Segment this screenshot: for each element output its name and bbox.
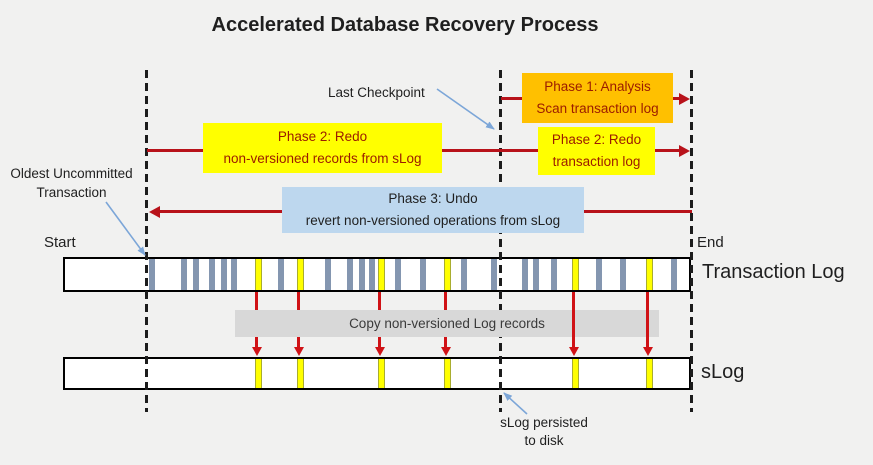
- dashed-line-oldest-uncommitted: [145, 70, 148, 412]
- oldest-uncommitted-label: Oldest Uncommitted Transaction: [0, 164, 143, 202]
- slog-persisted-line1: sLog persisted: [500, 415, 588, 430]
- phase1-analysis-box: Phase 1: Analysis Scan transaction log: [522, 73, 673, 123]
- phase2a-line1: Phase 2: Redo: [277, 129, 368, 144]
- slog-persisted-callout-arrow: [503, 392, 528, 415]
- end-label: End: [697, 234, 724, 251]
- last-checkpoint-callout-arrow: [436, 88, 495, 130]
- slog-stripe-yellow: [378, 359, 385, 388]
- txlog-stripe-gray: [491, 259, 497, 290]
- phase2b-line1: Phase 2: Redo: [551, 132, 642, 147]
- txlog-stripe-gray: [395, 259, 401, 290]
- slog-stripe-yellow: [297, 359, 304, 388]
- txlog-stripe-gray: [231, 259, 237, 290]
- phase3-line1: Phase 3: Undo: [388, 191, 478, 206]
- transaction-log-bar: [63, 257, 691, 292]
- txlog-stripe-gray: [551, 259, 557, 290]
- txlog-stripe-gray: [420, 259, 426, 290]
- txlog-stripe-gray: [596, 259, 602, 290]
- phase1-line2: Scan transaction log: [536, 101, 659, 116]
- txlog-stripe-gray: [522, 259, 528, 290]
- phase3-line2: revert non-versioned operations from sLo…: [305, 213, 561, 228]
- phase3-undo-box: Phase 3: Undo revert non-versioned opera…: [282, 187, 584, 233]
- dashed-line-end: [690, 70, 693, 412]
- phase2a-line2: non-versioned records from sLog: [223, 151, 422, 166]
- phase2b-line2: transaction log: [552, 154, 641, 169]
- txlog-stripe-gray: [359, 259, 365, 290]
- txlog-stripe-gray: [278, 259, 284, 290]
- txlog-stripe-gray: [209, 259, 215, 290]
- txlog-stripe-gray: [620, 259, 626, 290]
- copy-record-arrow: [568, 292, 579, 356]
- txlog-stripe-gray: [671, 259, 677, 290]
- txlog-stripe-gray: [369, 259, 375, 290]
- copy-records-box: Copy non-versioned Log records: [235, 310, 659, 337]
- txlog-stripe-yellow: [297, 259, 304, 290]
- dashed-line-last-checkpoint: [499, 70, 502, 412]
- slog-stripe-yellow: [444, 359, 451, 388]
- txlog-stripe-gray: [149, 259, 155, 290]
- txlog-stripe-yellow: [572, 259, 579, 290]
- txlog-stripe-gray: [347, 259, 353, 290]
- txlog-stripe-gray: [461, 259, 467, 290]
- txlog-stripe-gray: [533, 259, 539, 290]
- txlog-stripe-gray: [181, 259, 187, 290]
- txlog-stripe-yellow: [444, 259, 451, 290]
- start-label: Start: [44, 234, 76, 251]
- txlog-stripe-yellow: [378, 259, 385, 290]
- slog-persisted-line2: to disk: [524, 433, 564, 448]
- copy-record-arrow: [642, 292, 653, 356]
- oldest-uncommitted-callout-arrow: [105, 201, 146, 256]
- oldest-uncommitted-line1: Oldest Uncommitted: [10, 166, 133, 181]
- slog-persisted-label: sLog persisted to disk: [484, 414, 604, 450]
- slog-stripe-yellow: [255, 359, 262, 388]
- phase2-redo-txlog-box: Phase 2: Redo transaction log: [538, 127, 655, 175]
- txlog-stripe-yellow: [255, 259, 262, 290]
- txlog-stripe-gray: [221, 259, 227, 290]
- diagram-title: Accelerated Database Recovery Process: [211, 14, 599, 36]
- slog-label: sLog: [701, 361, 745, 383]
- slog-bar: [63, 357, 691, 390]
- phase2-redo-slog-box: Phase 2: Redo non-versioned records from…: [203, 123, 442, 173]
- last-checkpoint-label: Last Checkpoint: [328, 85, 425, 100]
- slog-stripe-yellow: [646, 359, 653, 388]
- txlog-stripe-yellow: [646, 259, 653, 290]
- txlog-stripe-gray: [325, 259, 331, 290]
- phase1-line1: Phase 1: Analysis: [544, 79, 651, 94]
- slog-stripe-yellow: [572, 359, 579, 388]
- oldest-uncommitted-line2: Transaction: [36, 185, 107, 200]
- txlog-stripe-gray: [193, 259, 199, 290]
- transaction-log-label: Transaction Log: [702, 261, 845, 283]
